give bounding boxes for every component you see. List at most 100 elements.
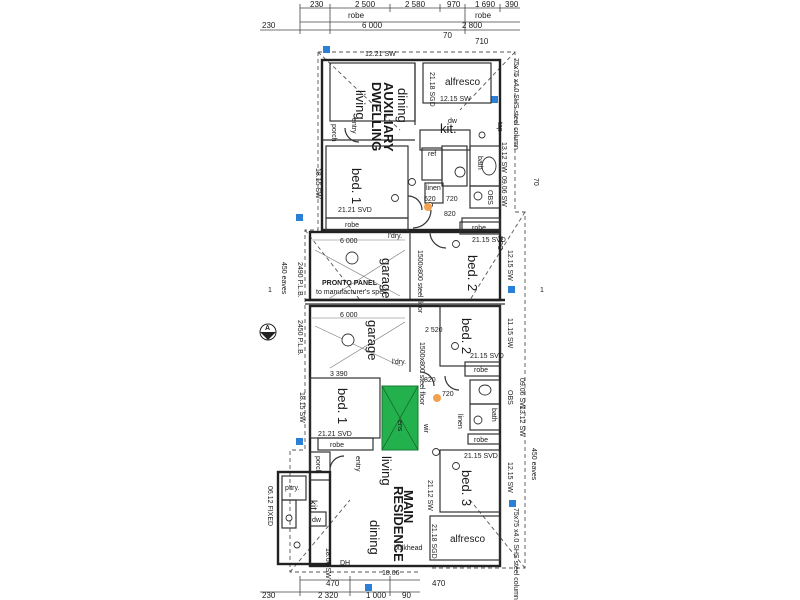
main-bed2-robe: robe: [474, 367, 488, 374]
garage-aux-dim-6000: 6 000: [340, 238, 358, 245]
door-swing-icon: [419, 371, 435, 387]
main-title-2: RESIDENCE: [391, 486, 406, 562]
top-dim2-2800: 2 800: [462, 21, 483, 30]
bathtub-icon: [481, 156, 497, 176]
main-entry-label: entry: [354, 456, 361, 472]
door-swing-icon: [329, 455, 345, 471]
main-alfresco-area: [429, 515, 501, 561]
main-dining-label: dining: [367, 520, 382, 555]
main-title-1: MAIN: [401, 490, 416, 523]
bottom-dim-230: 230: [262, 591, 276, 600]
sink-icon: [478, 131, 486, 139]
pronto-panel-spec: to manufacturer's spec.: [316, 289, 389, 296]
main-residence: 6 000 2 520 garage l'dry. 1500x800 steel…: [308, 304, 525, 568]
main-ens-label: ens: [396, 420, 403, 432]
main-dim-2520: 2 520: [425, 327, 443, 334]
aux-alfresco-label: alfresco: [445, 77, 480, 88]
aux-title-2: DWELLING: [369, 82, 384, 151]
main-dim-3390: 3 390: [330, 371, 348, 378]
main-sw-1215: 12.15 SW: [506, 462, 513, 493]
aux-dim-620: 620: [424, 196, 436, 203]
eaves-450-label: 450 eaves: [280, 262, 287, 295]
downpipe-marker: [365, 584, 372, 591]
aux-bath-label: bath: [476, 156, 483, 170]
steel-column-bottom: 75x75 x4.0 SHS steel column: [512, 508, 519, 600]
top-dim-390: 390: [505, 0, 519, 9]
main-sw-1806: 18.06 SW: [324, 548, 331, 579]
aux-tap-label: tap: [496, 122, 503, 132]
top-dim2-6000: 6 000: [362, 21, 383, 30]
aux-obs: OBS: [486, 190, 493, 205]
smoke-alarm-icon: [391, 194, 399, 202]
top-dim3-70: 70: [443, 31, 452, 40]
main-sw-0906: 09.06 SW: [518, 378, 525, 409]
aux-kitchen-label: kit.: [440, 121, 457, 136]
bottom-dh: DH: [340, 560, 350, 567]
main-linen-label: linen: [456, 414, 463, 429]
pronto-panel-label: PRONTO PANEL: [322, 280, 378, 287]
floor-waste-icon: [345, 251, 359, 265]
main-wir-label: wir: [422, 423, 429, 434]
downpipe-marker: [508, 286, 515, 293]
sink-icon: [473, 415, 483, 425]
section-arrow-icon: [260, 332, 276, 340]
garage-aux-ldry: l'dry.: [388, 233, 402, 240]
main-ldry-label: l'dry.: [392, 359, 406, 366]
hot-water-icon: [424, 203, 432, 211]
top-dimensions: 230 2 500 2 580 970 1 690 390 robe robe …: [260, 0, 520, 46]
aux-dw-label: dw: [448, 118, 458, 125]
main-pantry-label: p'try.: [285, 485, 299, 492]
main-bed1-robe: robe: [330, 442, 344, 449]
garage-aux-fpc: FPC: [496, 236, 503, 250]
aux-ref-label: ref: [428, 151, 436, 158]
aux-living-label: living: [353, 90, 368, 120]
top-robe-right: robe: [475, 11, 492, 20]
door-swing-icon: [407, 195, 423, 211]
door-swing-icon: [344, 127, 360, 143]
plb-2450-label: 2450 P.L.B.: [296, 320, 303, 356]
main-bed1-svd: 21.21 SVD: [318, 431, 352, 438]
plb-2490-label: 2490 P.L.B.: [296, 262, 303, 298]
section-mark-left: 1: [268, 287, 272, 294]
garage-aux-sw: 12.15 SW: [506, 250, 513, 281]
main-dim-720: 720: [442, 391, 454, 398]
main-living-label: living: [379, 456, 394, 486]
aux-sw-1312: 13.12 SW: [500, 142, 507, 173]
aux-bed1-svd: 21.21 SVD: [338, 207, 372, 214]
top-dim3-710: 710: [475, 37, 489, 46]
smoke-alarm-icon: [451, 342, 459, 350]
main-sgd: 21.18 SGD: [430, 524, 437, 559]
aux-bath-room: [441, 145, 468, 187]
section-marker-letter: A: [265, 325, 270, 332]
top-dim-2500: 2 500: [355, 0, 376, 9]
main-alfresco-label: alfresco: [450, 534, 485, 545]
garage-aux-label: garage: [379, 258, 394, 298]
floor-waste-icon: [341, 333, 355, 347]
main-fixed-window: 06.12 FIXED: [266, 486, 273, 526]
hot-water-icon: [433, 394, 441, 402]
margin-70: 70: [532, 178, 539, 186]
door-swing-icon: [429, 231, 447, 249]
aux-sw-1215: 12.15 SW: [440, 96, 471, 103]
eaves-outline: [289, 51, 526, 573]
main-dw-label: dw: [312, 517, 322, 524]
cooktop-icon: [293, 541, 301, 549]
sw-1815-lower: 18.15 SW: [298, 392, 305, 423]
bottom-dim-90: 90: [402, 591, 411, 600]
main-bath-room: [469, 403, 501, 431]
main-ldry-dims: 1500x800 steel floor: [418, 342, 425, 406]
main-kitchen-label: kit.: [307, 500, 318, 513]
aux-title-1: AUXILIARY: [381, 82, 396, 152]
aux-robe-label: robe: [345, 222, 359, 229]
main-kitchen-bench: [281, 499, 297, 529]
main-robe-label: robe: [474, 437, 488, 444]
smoke-alarm-icon: [432, 448, 440, 456]
aux-bed1-label: bed. 1: [349, 168, 364, 204]
eaves-450-right: 450 eaves: [530, 448, 537, 481]
main-bulkhead-label: bulkhead: [394, 545, 423, 552]
aux-sw-0906: 09.06 SW: [500, 176, 507, 207]
aux-sgd: 21.18 SGD: [428, 72, 435, 107]
top-dim-230: 230: [310, 0, 324, 9]
side-annotations: 450 eaves 2490 P.L.B. 2450 P.L.B. 18.15 …: [259, 58, 544, 600]
